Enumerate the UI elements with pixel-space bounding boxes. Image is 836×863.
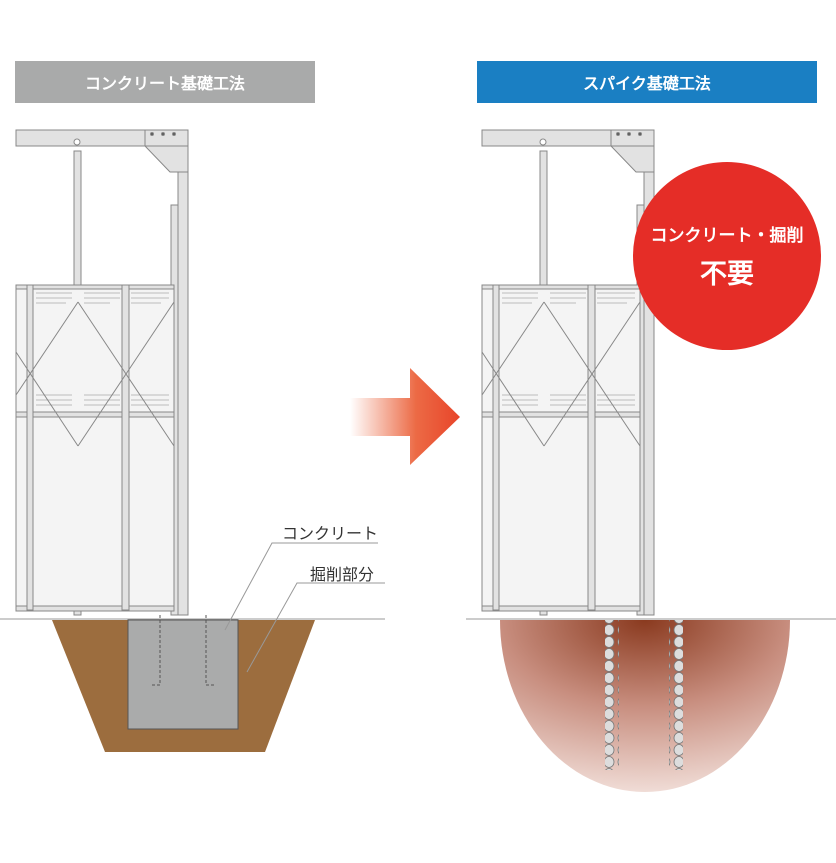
label-leaders	[224, 542, 385, 673]
label-excavation: 掘削部分	[310, 565, 375, 584]
arrow-icon	[350, 368, 460, 465]
concrete-block	[127, 619, 239, 730]
badge-line1: コンクリート・掘削	[650, 226, 804, 246]
label-concrete: コンクリート	[282, 524, 379, 543]
badge-line2: 不要	[700, 259, 754, 290]
soil-gradient	[500, 620, 790, 792]
no-concrete-badge: コンクリート・掘削 不要	[633, 162, 821, 350]
header-spike-foundation: スパイク基礎工法	[477, 61, 817, 103]
anchor-bolts	[152, 615, 214, 686]
scaffold-left	[0, 129, 386, 620]
header-concrete-foundation: コンクリート基礎工法	[15, 61, 315, 103]
spike-pile	[605, 620, 619, 770]
spike-pile	[669, 620, 683, 770]
